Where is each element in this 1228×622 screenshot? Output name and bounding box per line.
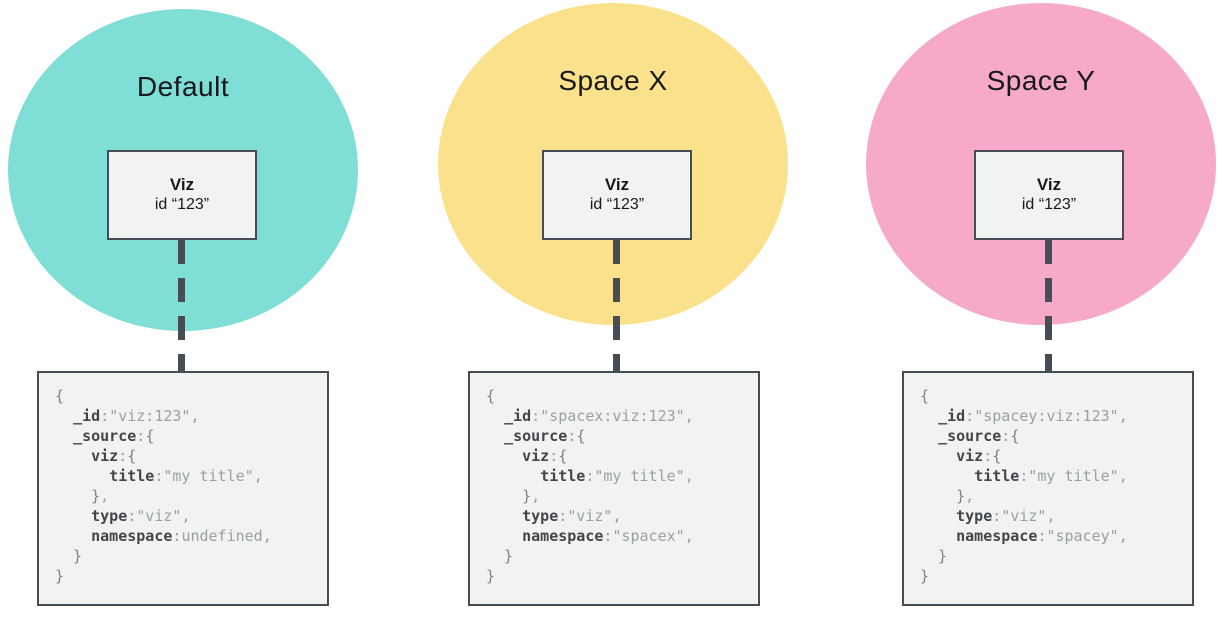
code-line: type:"viz", [91,507,191,525]
code-line: { [920,387,930,405]
code-line: namespace:"spacex", [522,527,694,545]
code-line: } [55,547,83,565]
document-code-block: { _id:"spacey:viz:123", _source:{ viz:{ … [902,371,1194,606]
code-line: _id:"spacey:viz:123", [938,407,1128,425]
viz-node-id: id “123” [589,196,645,213]
code-line: }, [920,487,975,505]
code-line: { [55,387,65,405]
code-line: type:"viz", [956,507,1056,525]
viz-node-title: Viz [169,175,195,194]
space-column-default: Default Viz id “123” { _id:"viz:123", _s… [8,0,358,622]
viz-node-title: Viz [604,175,630,194]
code-line: }, [486,487,541,505]
space-label: Space X [558,65,668,96]
viz-node-id: id “123” [1021,196,1077,213]
viz-node: Viz id “123” [542,150,692,240]
space-label: Space Y [986,65,1096,96]
space-column-spacey: Space Y Viz id “123” { _id:"spacey:viz:1… [866,0,1216,622]
code-line: } [486,547,514,565]
code-line: _id:"spacex:viz:123", [504,407,694,425]
space-label: Default [136,71,230,102]
dashed-connector [613,240,620,373]
code-line: } [920,567,930,585]
viz-node-id: id “123” [154,196,210,213]
code-line: { [486,387,496,405]
code-line: } [486,567,496,585]
dashed-connector [1045,240,1052,373]
code-line: }, [55,487,110,505]
code-line: namespace:undefined, [91,527,272,545]
code-line: title:"my title", [974,467,1128,485]
code-line: namespace:"spacey", [956,527,1128,545]
viz-node-title: Viz [1036,175,1062,194]
document-code-block: { _id:"viz:123", _source:{ viz:{ title:"… [37,371,329,606]
code-line: _source:{ [938,427,1020,445]
viz-node: Viz id “123” [974,150,1124,240]
space-column-spacex: Space X Viz id “123” { _id:"spacex:viz:1… [438,0,788,622]
code-line: } [920,547,948,565]
code-line: _source:{ [73,427,155,445]
code-line: viz:{ [522,447,568,465]
code-line: _source:{ [504,427,586,445]
document-code-block: { _id:"spacex:viz:123", _source:{ viz:{ … [468,371,760,606]
code-line: viz:{ [91,447,137,465]
dashed-connector [178,240,185,373]
code-line: _id:"viz:123", [73,407,200,425]
code-line: viz:{ [956,447,1002,465]
code-line: } [55,567,65,585]
viz-node: Viz id “123” [107,150,257,240]
code-line: title:"my title", [540,467,694,485]
code-line: type:"viz", [522,507,622,525]
code-line: title:"my title", [109,467,263,485]
